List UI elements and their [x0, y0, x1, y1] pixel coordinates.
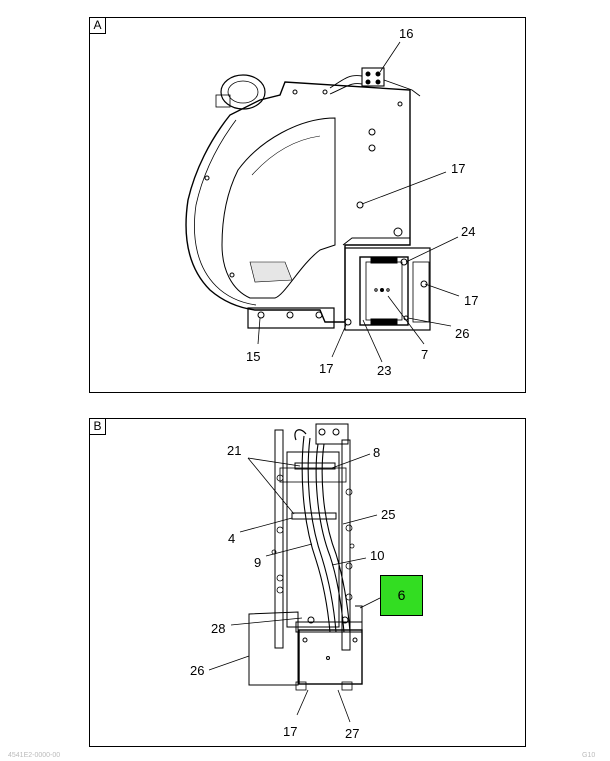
callout-24: 24 — [461, 224, 476, 239]
callout-16: 16 — [399, 26, 414, 41]
callout-15: 15 — [246, 349, 261, 364]
mount-plate-7 — [359, 256, 409, 326]
view-a-drawing — [185, 41, 460, 363]
callout-17-bottom: 17 — [319, 361, 334, 376]
connector-16 — [361, 67, 385, 87]
top-cylinder — [220, 74, 266, 110]
view-a-panel: A — [89, 17, 526, 393]
callout-10: 10 — [370, 548, 385, 563]
footer-page-ref: G10 — [582, 752, 596, 759]
cutout-shading-2 — [251, 135, 321, 176]
frame-body — [286, 451, 340, 628]
lower-box — [298, 629, 363, 685]
view-b-drawing — [208, 423, 381, 723]
callout-17-top: 17 — [451, 161, 466, 176]
callout-8: 8 — [373, 445, 381, 460]
view-b-panel: B — [89, 418, 526, 747]
callout-25: 25 — [381, 507, 396, 522]
callout-17-right: 17 — [464, 293, 479, 308]
mount-bracket-26 — [344, 247, 431, 331]
clamp-lower — [291, 512, 337, 520]
callout-4: 4 — [228, 531, 236, 546]
view-a-label: A — [90, 18, 106, 34]
callout-23: 23 — [377, 363, 392, 378]
highlight-callout-6[interactable]: 6 — [380, 575, 423, 616]
callout-28: 28 — [211, 621, 226, 636]
bracket-plate-inner-edge — [194, 119, 257, 306]
footer-doc-id: 4541E2-0000-00 — [8, 752, 61, 759]
bracket-cutout — [221, 117, 336, 299]
hoses — [301, 435, 351, 633]
callout-26-b: 26 — [190, 663, 205, 678]
callout-17-b: 17 — [283, 724, 298, 739]
view-b-label: B — [90, 419, 106, 435]
callout-26-a: 26 — [455, 326, 470, 341]
cutout-shading — [249, 261, 293, 283]
side-panel-26 — [248, 611, 299, 686]
foot-plate — [247, 307, 335, 329]
frame-left-rail — [274, 429, 284, 649]
clamp-upper — [294, 462, 336, 470]
callout-27: 27 — [345, 726, 360, 741]
callout-21: 21 — [227, 443, 242, 458]
bracket-plate-outline — [185, 81, 411, 323]
callout-9: 9 — [254, 555, 262, 570]
callout-7: 7 — [421, 347, 429, 362]
